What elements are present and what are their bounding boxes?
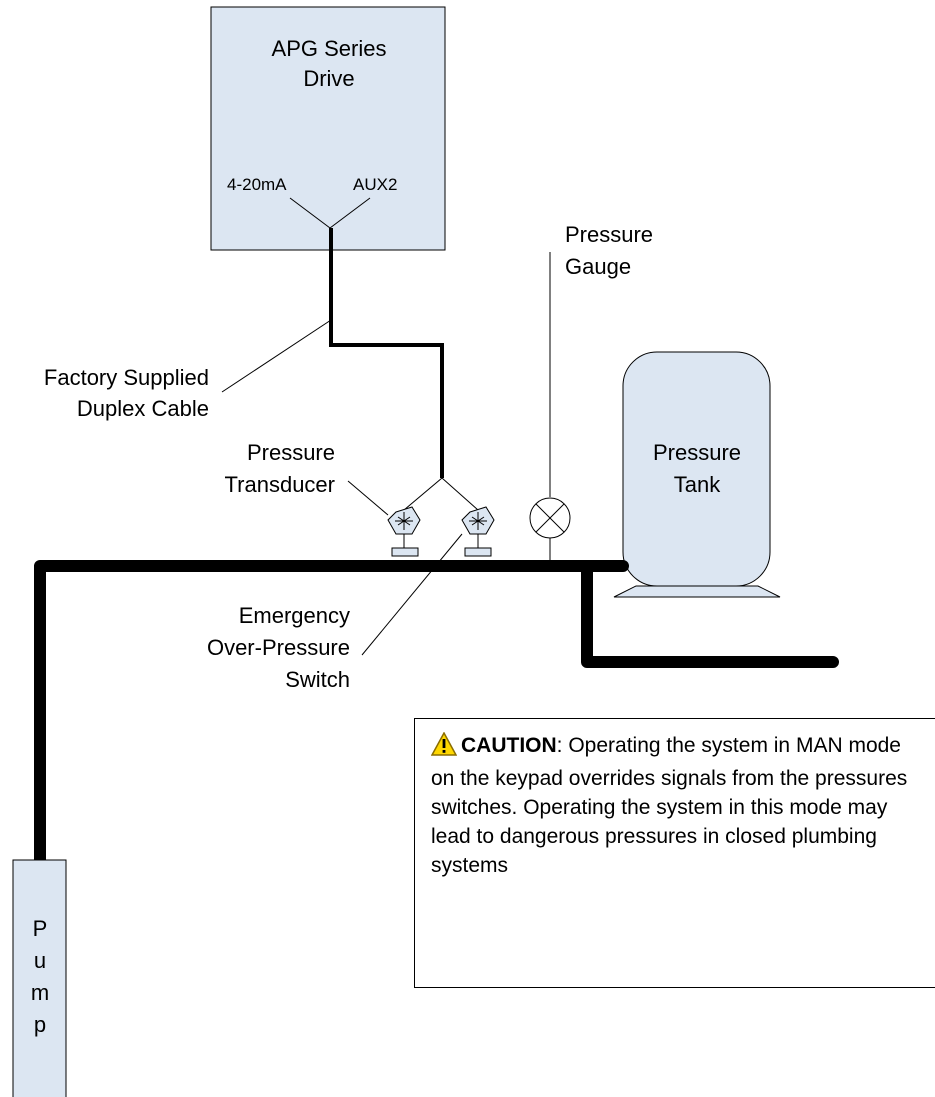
transducer-label-line2: Transducer <box>225 472 335 497</box>
cable-leader-line <box>221 319 332 393</box>
port-split-right <box>329 197 371 229</box>
drive-title-line1: APG Series <box>272 36 387 61</box>
pump-letter-u: u <box>34 948 46 973</box>
over-pressure-switch <box>461 506 495 557</box>
gauge-label-line1: Pressure <box>565 222 653 247</box>
caution-heading: CAUTION <box>461 734 557 757</box>
drive-box <box>210 6 446 251</box>
cable-split-left <box>403 477 443 511</box>
drive-title-line2: Drive <box>303 66 354 91</box>
tank-label-line2: Tank <box>674 472 721 497</box>
pressure-gauge <box>529 497 571 564</box>
cable-label-line2: Duplex Cable <box>77 396 209 421</box>
switch-leader-line <box>361 533 463 656</box>
switch-label-line3: Switch <box>285 667 350 692</box>
pump-body <box>12 859 67 1097</box>
caution-text: : Operating the system in MAN mode on th… <box>431 734 908 877</box>
transducer-leader-line <box>347 480 389 516</box>
cable-label-line1: Factory Supplied <box>44 365 209 390</box>
pump-letter-p2: p <box>34 1012 46 1037</box>
cable-split-right <box>441 477 479 511</box>
switch-label-line1: Emergency <box>239 603 350 628</box>
duplex-cable <box>329 228 444 478</box>
pressure-tank <box>613 351 781 598</box>
pressure-transducer <box>387 506 421 557</box>
switch-label-line2: Over-Pressure <box>207 635 350 660</box>
tank-label-line1: Pressure <box>653 440 741 465</box>
main-pipe <box>34 560 629 866</box>
drive-port-4-20ma: 4-20mA <box>227 175 287 194</box>
pump-letter-m: m <box>31 980 49 1005</box>
gauge-label-line2: Gauge <box>565 254 631 279</box>
transducer-label-line1: Pressure <box>247 440 335 465</box>
warning-triangle-icon <box>430 731 458 764</box>
pump-letter-p: P <box>33 916 48 941</box>
port-split-left <box>289 197 331 229</box>
branch-pipe <box>581 560 839 668</box>
drive-port-aux2: AUX2 <box>353 175 397 194</box>
caution-box: CAUTION: Operating the system in MAN mod… <box>414 718 935 988</box>
